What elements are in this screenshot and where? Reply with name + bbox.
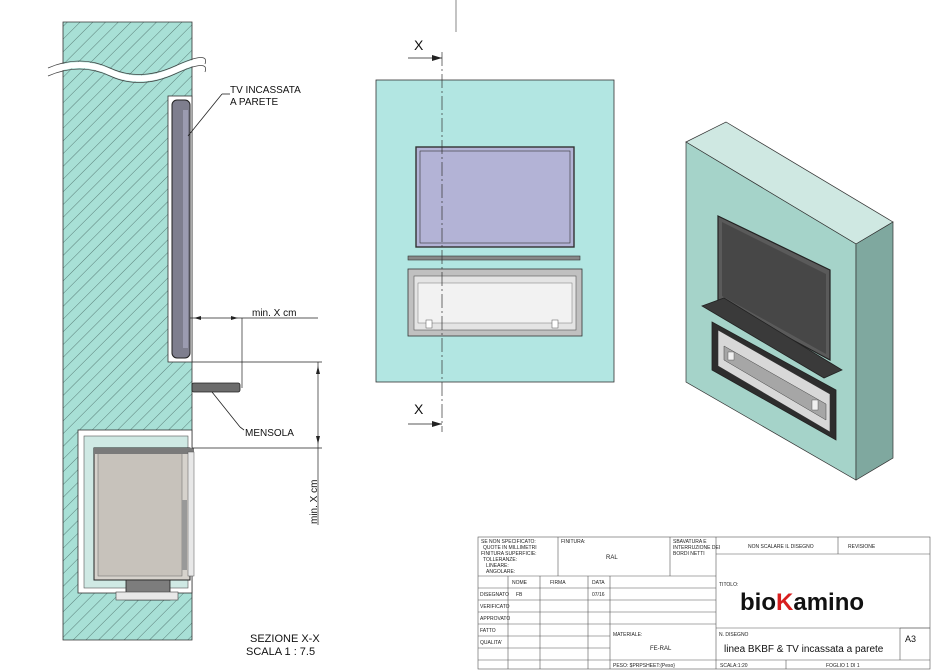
section-view: TV INCASSATA A PARETE min. X cm min. X c… [46,21,322,658]
foglio-label: FOGLIO 1 DI 1 [826,663,860,669]
n-disegno-label: N. DISEGNO [719,632,749,638]
revisione-label: REVISIONE [848,544,876,550]
materiale-label: MATERIALE: [613,632,642,638]
non-scalare-label: NON SCALARE IL DISEGNO [748,544,814,550]
cut-marker-top: X [414,37,424,53]
row-approvato: APPROVATO [480,616,510,622]
drawing-title: linea BKBF & TV incassata a parete [724,644,884,655]
title-block-text: SE NON SPECIFICATO: QUOTE IN MILLIMETRI … [480,539,916,669]
materiale-value: FE-RAL [650,646,672,652]
front-shelf [407,255,581,261]
wall-break-line [46,58,209,82]
iso-shelf [701,297,843,379]
row-disegnato: DISEGNATO [480,592,509,598]
col-data: DATA [592,580,605,586]
scala-label: SCALA:1:20 [720,663,748,669]
iso-side-face [855,221,894,481]
formato-label: A3 [905,634,916,644]
brand-logo: bioKamino [740,589,864,616]
spec-line-5: LINEARE: [486,563,509,569]
sbavatura-line-2: INTERRUZIONE DEI [673,545,720,551]
front-tv-screen [419,150,571,244]
peso-label: PESO: $PRPSHEET:{Peso} [613,663,675,669]
tv-label-line2: A PARETE [230,97,278,108]
disegnato-nome: FB [516,592,523,598]
disegnato-data: 07/16 [592,592,605,598]
finitura-value: RAL [606,555,618,561]
mensola-label: MENSOLA [245,428,294,439]
isometric-view [685,121,894,481]
titolo-label: TITOLO: [719,582,738,588]
dim-top-label: min. X cm [252,308,296,319]
row-qualita: QUALITA' [480,640,502,646]
spec-line-3: FINITURA SUPERFICIE: [481,551,537,557]
spec-line-6: ANGOLARE: [486,569,515,575]
finitura-label: FINITURA: [561,539,585,545]
row-verificato: VERIFICATO [480,604,510,610]
col-nome: NOME [512,580,528,586]
spec-line-1: SE NON SPECIFICATO: [481,539,536,545]
front-view: X X [375,0,615,432]
sbavatura-line-1: SBAVATURA E [673,539,707,545]
sbavatura-line-3: BORDI NETTI [673,551,705,557]
section-caption-line2: SCALA 1 : 7.5 [246,646,315,658]
cut-marker-bottom: X [414,401,424,417]
col-firma: FIRMA [550,580,566,586]
shelf-section [191,382,241,393]
title-block [477,536,931,670]
spec-line-4: TOLLERANZE: [483,557,517,563]
section-caption-line1: SEZIONE X-X [250,633,320,645]
spec-line-2: QUOTE IN MILLIMETRI [483,545,537,551]
dim-side-label: min. X cm [309,480,320,524]
tv-label-line1: TV INCASSATA [230,85,301,96]
row-fatto: FATTO [480,628,496,634]
